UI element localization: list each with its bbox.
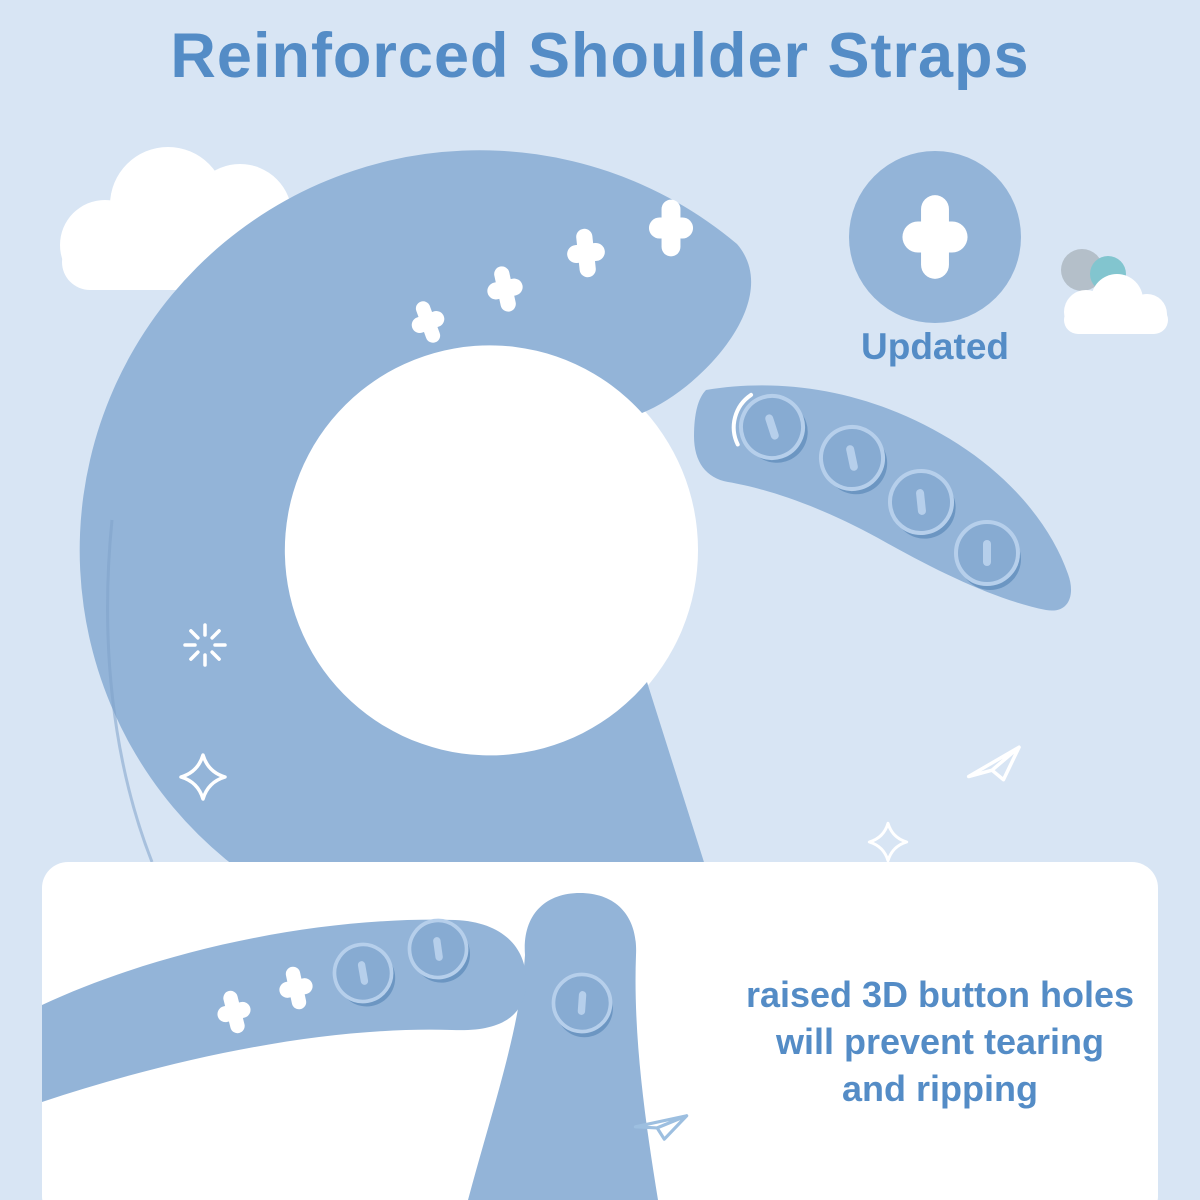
strap-horizontal xyxy=(42,919,527,1102)
cloud-icon xyxy=(1064,274,1168,334)
detail-callout-circle xyxy=(849,151,1021,323)
page-title: Reinforced Shoulder Straps xyxy=(170,21,1030,91)
neck-hole xyxy=(282,342,698,758)
caption-line-1: raised 3D button holes xyxy=(745,974,1135,1015)
caption-text: raised 3D button holes will prevent tear… xyxy=(695,972,1185,1112)
bib-seam-line xyxy=(106,519,154,863)
updated-label: Updated xyxy=(861,326,1009,367)
partner-strap xyxy=(694,385,1072,611)
bib-main xyxy=(79,150,752,951)
caption-line-3: and ripping xyxy=(842,1067,1038,1109)
strap-vertical xyxy=(468,893,658,1200)
caption-line-2: will prevent tearing xyxy=(775,1020,1105,1062)
button-icon xyxy=(730,385,1023,592)
star-icon xyxy=(867,821,909,863)
airplane-icon xyxy=(963,745,1025,787)
